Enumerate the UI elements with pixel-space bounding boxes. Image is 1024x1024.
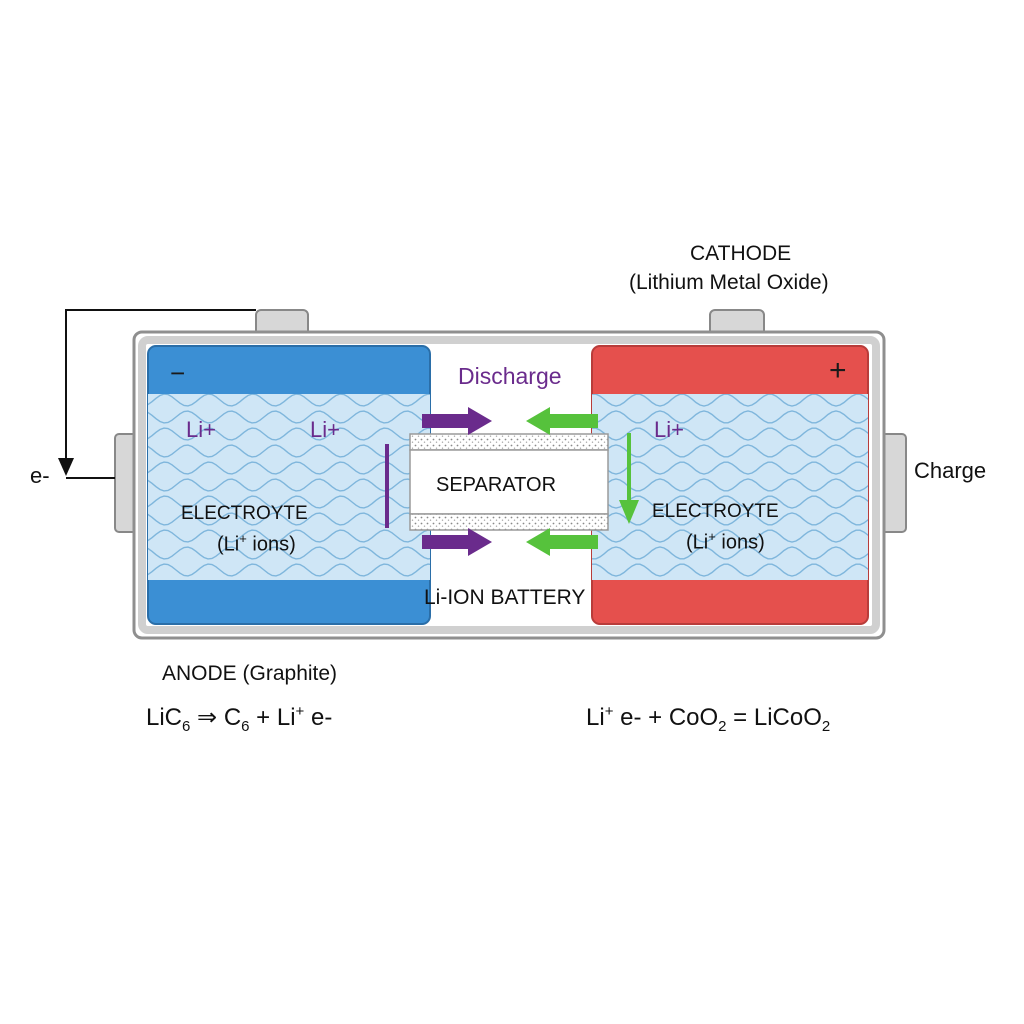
electrolyte-wave-line [592, 546, 868, 560]
electrolyte-wave-line [148, 461, 430, 475]
electron-flow-arrowhead [58, 458, 74, 476]
separator-label: SEPARATOR [436, 474, 557, 496]
electrolyte-left-title: ELECTROYTE [181, 503, 308, 524]
charge-arrow-top [526, 407, 598, 435]
electrolyte-wave-line [592, 495, 868, 509]
anode-collector-bar [385, 444, 389, 528]
discharge-arrow-top [422, 407, 492, 435]
electrolyte-wave-line [592, 427, 868, 441]
electrolyte-left-ions: (Li+ ions) [217, 531, 296, 556]
electrolyte-wave-line [592, 478, 868, 492]
anode-electrolyte-waves [148, 394, 430, 577]
electrolyte-wave-line [592, 563, 868, 577]
charge-arrow-vertical [619, 433, 639, 524]
electrolyte-wave-line [592, 529, 868, 543]
li-ion-label-2: Li+ [310, 417, 340, 442]
electrolyte-wave-line [148, 427, 430, 441]
electrolyte-wave-line [592, 444, 868, 458]
li-ion-label-3: Li+ [654, 417, 684, 442]
electrolyte-wave-line [148, 563, 430, 577]
electrolyte-wave-line [148, 495, 430, 509]
discharge-arrow-bottom [422, 528, 492, 556]
separator-bottom-layer [409, 513, 609, 531]
li-ion-label-1: Li+ [186, 417, 216, 442]
minus-sign: − [170, 358, 186, 388]
electrolyte-wave-line [592, 394, 868, 407]
electrolyte-wave-line [592, 410, 868, 424]
electrolyte-right-title: ELECTROYTE [652, 501, 779, 522]
cathode-electrolyte-waves [592, 394, 868, 577]
electrolyte-wave-line [148, 444, 430, 458]
electrolyte-wave-line [148, 410, 430, 424]
electrolyte-wave-line [148, 478, 430, 492]
anode-label: ANODE (Graphite) [162, 662, 338, 685]
cathode-equation: Li+ e- + CoO2 = LiCoO2 [586, 703, 831, 735]
charge-arrow-bottom [526, 528, 598, 556]
plus-sign: + [829, 354, 847, 387]
separator-top-layer [409, 433, 609, 451]
cathode-title: CATHODE [690, 242, 792, 265]
electrolyte-wave-line [592, 461, 868, 475]
electrolyte-wave-line [592, 512, 868, 526]
discharge-label: Discharge [458, 363, 562, 389]
cathode-material: (Lithium Metal Oxide) [629, 271, 829, 294]
anode-equation: LiC6 ⇒ C6 + Li+ e- [146, 703, 333, 735]
electrolyte-wave-line [148, 529, 430, 543]
electrolyte-wave-line [148, 394, 430, 407]
external-circuit-wire [65, 309, 256, 468]
battery-label: Li-ION BATTERY [424, 586, 586, 609]
electrolyte-wave-line [148, 546, 430, 560]
electrolyte-right-ions: (Li+ ions) [686, 529, 765, 554]
electron-label: e- [30, 463, 50, 488]
charge-label: Charge [914, 458, 987, 483]
electrolyte-wave-line [148, 512, 430, 526]
separator-body [409, 449, 609, 515]
